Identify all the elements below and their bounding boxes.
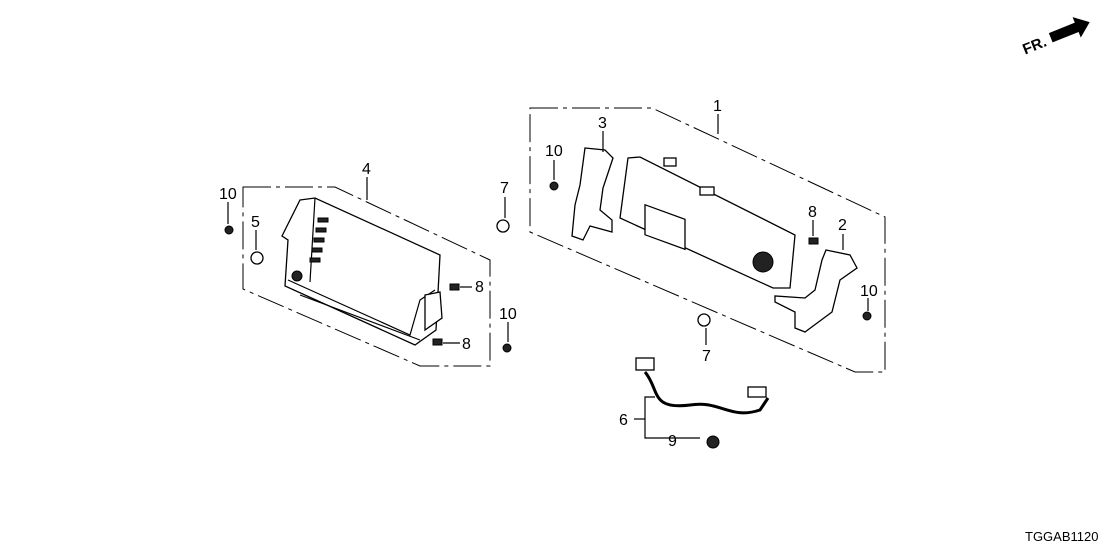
callout-10-top: 10 [545,143,563,160]
cap-part-5 [250,251,264,265]
assembly-box-4 [242,186,491,367]
bolt-10-mid-icon [502,343,512,353]
callout-10-far-left: 10 [219,186,237,203]
control-unit-part-1 [619,156,796,289]
bolt-10-top-icon [549,181,559,191]
callout-3: 3 [598,115,607,132]
callout-8-right: 8 [808,204,817,221]
callout-4: 4 [362,161,371,178]
callout-5: 5 [251,214,260,231]
bolt-10-right-icon [862,311,872,321]
callout-9: 9 [668,433,677,450]
bracket-part-3 [571,147,614,241]
callout-8-upper-left: 8 [475,279,484,296]
callout-1: 1 [713,98,722,115]
callout-6: 6 [619,412,628,429]
bracket-part-2 [774,249,858,333]
callout-7-bottom: 7 [702,348,711,365]
callout-7-top: 7 [500,180,509,197]
callout-10-mid: 10 [499,306,517,323]
front-arrow-icon [1048,17,1090,43]
callout-10-right: 10 [860,283,878,300]
diagram-code: TGGAB1120 [1025,529,1098,544]
front-label: FR. [1020,33,1049,58]
front-direction-indicator: FR. [1020,17,1090,58]
screw-8-right-icon [808,237,819,245]
wire-harness-part-6 [635,357,770,415]
display-unit-part-4 [281,197,443,346]
clip-part-9-icon [706,435,720,449]
clip-7-top-icon [496,219,510,233]
leader-lines [227,114,869,439]
screw-8-upper-left-icon [449,283,460,291]
clip-7-bottom-icon [697,313,711,327]
bolt-10-far-left-icon [224,225,234,235]
assembly-box-1 [529,107,886,373]
screw-8-lower-left-icon [432,338,443,346]
callout-8-lower-left: 8 [462,336,471,353]
callout-2: 2 [838,217,847,234]
